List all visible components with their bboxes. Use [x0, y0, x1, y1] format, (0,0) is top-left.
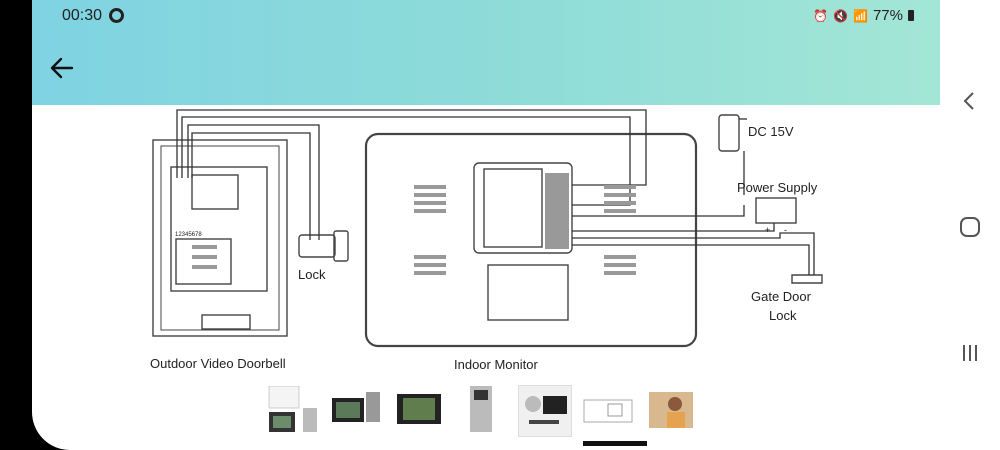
app-header: 00:30 ⏰ 🔇 📶 77%: [32, 0, 940, 105]
label-power-supply: Power Supply: [737, 180, 818, 195]
thumbnail-7[interactable]: [645, 386, 697, 436]
system-nav-bar: [940, 0, 1000, 450]
gate-door-lock: [791, 274, 823, 284]
status-time: 00:30: [62, 7, 103, 24]
thumbnail-4[interactable]: [456, 386, 508, 436]
thumbnail-6[interactable]: [582, 386, 634, 436]
label-plus: +: [765, 225, 770, 235]
back-arrow-icon[interactable]: [46, 52, 78, 84]
lock-device: [298, 234, 336, 258]
wiring-diagram: DC 15V Power Supply Lock Gate Door Lock …: [150, 109, 823, 372]
thumbnail-3[interactable]: [393, 386, 445, 436]
nav-back-icon[interactable]: [955, 86, 985, 116]
outdoor-doorbell: [152, 139, 288, 337]
wifi-icon: 📶: [853, 8, 868, 23]
status-icons: ⏰ 🔇 📶 77%: [813, 7, 914, 24]
label-outdoor: Outdoor Video Doorbell: [150, 356, 286, 371]
label-indoor: Indoor Monitor: [454, 357, 538, 372]
nav-home-icon[interactable]: [955, 212, 985, 242]
nav-recents-icon[interactable]: [955, 338, 985, 368]
sync-icon: [109, 8, 124, 23]
label-lock: Lock: [298, 267, 326, 282]
indoor-monitor: [364, 132, 698, 348]
thumbnail-1[interactable]: [267, 386, 319, 436]
mute-icon: 🔇: [833, 8, 849, 23]
thumbnail-2[interactable]: [330, 386, 382, 436]
dc-adapter: [718, 114, 740, 152]
thumbnail-5-selected[interactable]: [518, 385, 572, 437]
label-terminals: 12345678: [175, 232, 202, 238]
label-minus: -: [784, 225, 787, 235]
label-gate-door-1: Gate Door: [751, 289, 812, 304]
label-gate-door-2: Lock: [769, 308, 797, 323]
label-dc: DC 15V: [748, 124, 794, 139]
power-supply-box: [755, 197, 797, 224]
selected-indicator: [583, 441, 647, 446]
alarm-icon: ⏰: [813, 8, 829, 23]
battery-percent: 77%: [872, 7, 903, 24]
app-screen: 00:30 ⏰ 🔇 📶 77%: [32, 0, 940, 450]
battery-icon: [908, 10, 914, 21]
